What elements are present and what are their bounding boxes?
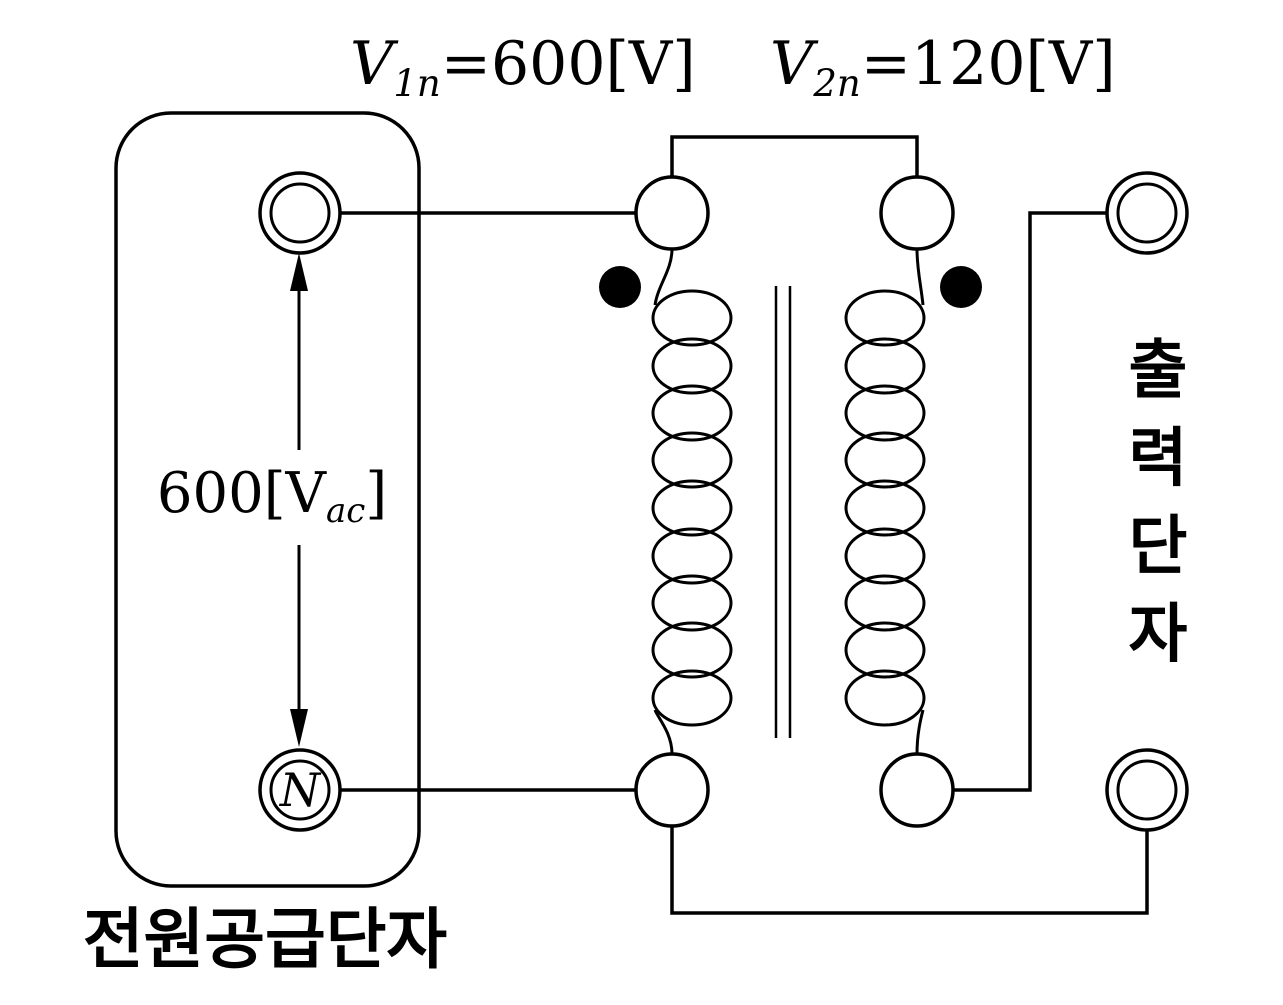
wire-primary-bottom-to-output-bottom-bus bbox=[670, 826, 1149, 915]
primary-winding-turn bbox=[651, 621, 733, 679]
output-caption-char: 자 bbox=[1129, 597, 1188, 672]
wire-secondary-bottom-to-output-top bbox=[953, 211, 1107, 792]
primary-winding-turn bbox=[651, 431, 733, 489]
secondary-winding-turn bbox=[844, 621, 926, 679]
secondary-winding-turn bbox=[844, 289, 926, 347]
primary-winding-turn bbox=[651, 574, 733, 632]
source-neutral-terminal: N bbox=[258, 748, 342, 832]
source-voltage-arrow bbox=[290, 253, 308, 747]
output-bottom-terminal bbox=[1105, 748, 1189, 832]
secondary-winding-turn bbox=[844, 479, 926, 537]
neutral-terminal-label: N bbox=[279, 763, 322, 817]
secondary-winding-bottom-lead bbox=[915, 709, 925, 755]
primary-winding-turn bbox=[651, 289, 733, 347]
source-top-terminal bbox=[258, 171, 342, 255]
primary-winding-top-lead bbox=[653, 248, 674, 306]
primary-polarity-dot-icon bbox=[599, 266, 641, 308]
secondary-winding-turn bbox=[844, 574, 926, 632]
primary-winding-turn bbox=[651, 479, 733, 537]
primary-winding-turn bbox=[651, 669, 733, 727]
primary-bottom-terminal bbox=[634, 752, 710, 828]
secondary-winding-top-lead bbox=[915, 248, 925, 306]
primary-top-terminal bbox=[634, 175, 710, 251]
secondary-winding-turn bbox=[844, 384, 926, 442]
secondary-polarity-dot-icon bbox=[940, 266, 982, 308]
secondary-winding bbox=[844, 248, 926, 755]
arrow-head-down-icon bbox=[290, 709, 308, 747]
output-caption: 출 력 단 자 bbox=[1129, 333, 1188, 672]
output-caption-char: 단 bbox=[1129, 509, 1188, 584]
output-caption-char: 출 bbox=[1129, 333, 1188, 408]
secondary-winding-turn bbox=[844, 431, 926, 489]
primary-winding-turn bbox=[651, 337, 733, 395]
secondary-top-terminal bbox=[879, 175, 955, 251]
output-caption-char: 력 bbox=[1129, 421, 1188, 496]
source-voltage-label: 600[Vac] bbox=[157, 461, 387, 531]
transformer-core bbox=[774, 286, 792, 738]
output-top-terminal-inner bbox=[1116, 182, 1178, 244]
output-bottom-terminal-inner bbox=[1116, 759, 1178, 821]
primary-rating-label: V1n=600[V] bbox=[350, 29, 696, 105]
neutral-terminal-inner bbox=[269, 759, 331, 821]
primary-winding-turn bbox=[651, 384, 733, 442]
secondary-rating-label: V2n=120[V] bbox=[770, 29, 1116, 105]
arrow-head-up-icon bbox=[290, 253, 308, 291]
source-caption: 전원공급단자 bbox=[83, 900, 447, 978]
source-terminal-box bbox=[114, 111, 421, 888]
output-top-terminal bbox=[1105, 171, 1189, 255]
wire-bridge-primary-top-to-secondary-top bbox=[670, 135, 919, 177]
secondary-winding-turn bbox=[844, 527, 926, 585]
source-top-terminal-inner bbox=[269, 182, 331, 244]
secondary-bottom-terminal bbox=[879, 752, 955, 828]
primary-winding bbox=[651, 248, 733, 755]
primary-winding-turn bbox=[651, 527, 733, 585]
secondary-winding-turn bbox=[844, 669, 926, 727]
primary-winding-bottom-lead bbox=[653, 709, 674, 755]
secondary-winding-turn bbox=[844, 337, 926, 395]
